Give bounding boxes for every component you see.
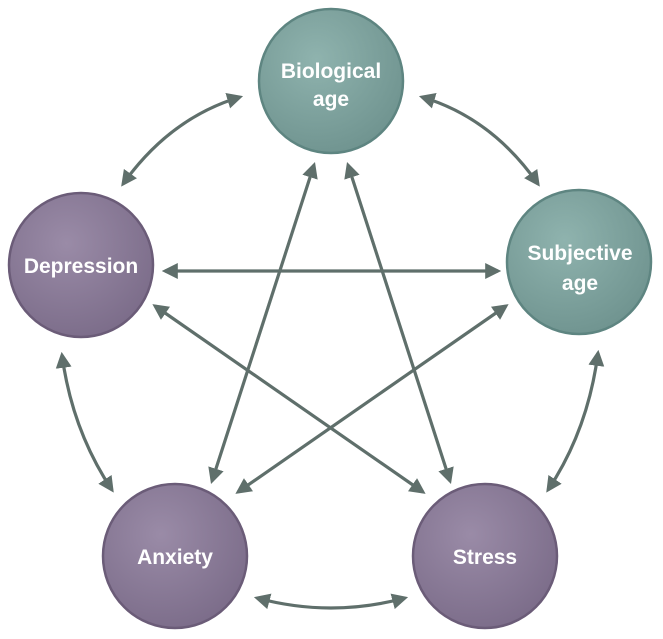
biological-age-label-line1: Biological (281, 60, 381, 83)
node-anxiety: Anxiety (101, 482, 249, 630)
connector-biological-anxiety (208, 161, 318, 485)
subjective-age-label-line1: Subjective (527, 242, 632, 265)
connector-biological-stress (344, 161, 454, 485)
biological-age-label-line2: age (313, 88, 349, 111)
node-biological-age: Biological age (257, 7, 405, 155)
connector-biological-subjective (418, 93, 540, 187)
depression-circle (7, 191, 155, 339)
connector-subjective-stress (546, 349, 605, 493)
anxiety-label: Anxiety (137, 546, 213, 569)
node-subjective-age: Subjective age (505, 188, 653, 336)
anxiety-circle (101, 482, 249, 630)
connector-depression-stress (152, 304, 426, 494)
depression-label: Depression (24, 255, 138, 278)
subjective-age-label-line2: age (562, 272, 598, 295)
biological-age-circle (257, 7, 405, 155)
connector-biological-depression (121, 93, 244, 187)
node-stress: Stress (411, 482, 559, 630)
connector-stress-anxiety (253, 593, 409, 610)
connector-layer (55, 93, 605, 610)
subjective-age-circle (505, 188, 653, 336)
connector-anxiety-depression (55, 351, 114, 493)
stress-label: Stress (453, 546, 517, 569)
connector-subjective-anxiety (235, 304, 509, 494)
node-depression: Depression (7, 191, 155, 339)
stress-circle (411, 482, 559, 630)
